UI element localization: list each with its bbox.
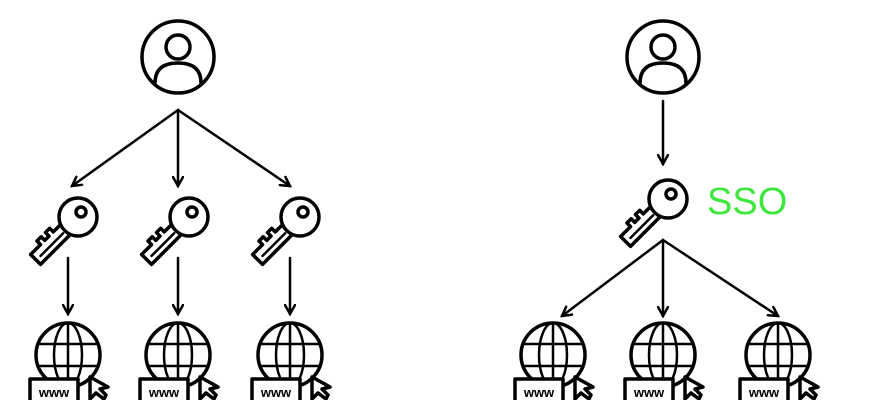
user-icon xyxy=(140,19,216,95)
svg-text:www: www xyxy=(38,385,70,400)
website-globe-icon: www xyxy=(250,321,332,400)
website-globe-icon: www xyxy=(738,321,820,400)
svg-text:www: www xyxy=(148,385,180,400)
user-icon xyxy=(625,19,701,95)
sso-label: SSO xyxy=(707,181,787,223)
svg-text:www: www xyxy=(523,385,555,400)
website-globe-icon: www xyxy=(623,321,705,400)
website-globe-icon: www xyxy=(513,321,595,400)
sso-key-icon xyxy=(615,178,689,249)
website-globe-icon: www xyxy=(28,321,110,400)
right-flow: SSO www www www xyxy=(513,19,820,400)
arrow xyxy=(562,238,665,316)
left-flow: www www www xyxy=(25,19,332,400)
svg-text:www: www xyxy=(260,385,292,400)
arrow xyxy=(72,108,180,186)
key-icon xyxy=(136,196,210,267)
svg-text:www: www xyxy=(748,385,780,400)
arrow xyxy=(176,108,290,186)
key-icon xyxy=(247,196,321,267)
key-icon xyxy=(25,196,99,267)
arrow xyxy=(661,238,778,316)
website-globe-icon: www xyxy=(138,321,220,400)
svg-text:www: www xyxy=(633,385,665,400)
